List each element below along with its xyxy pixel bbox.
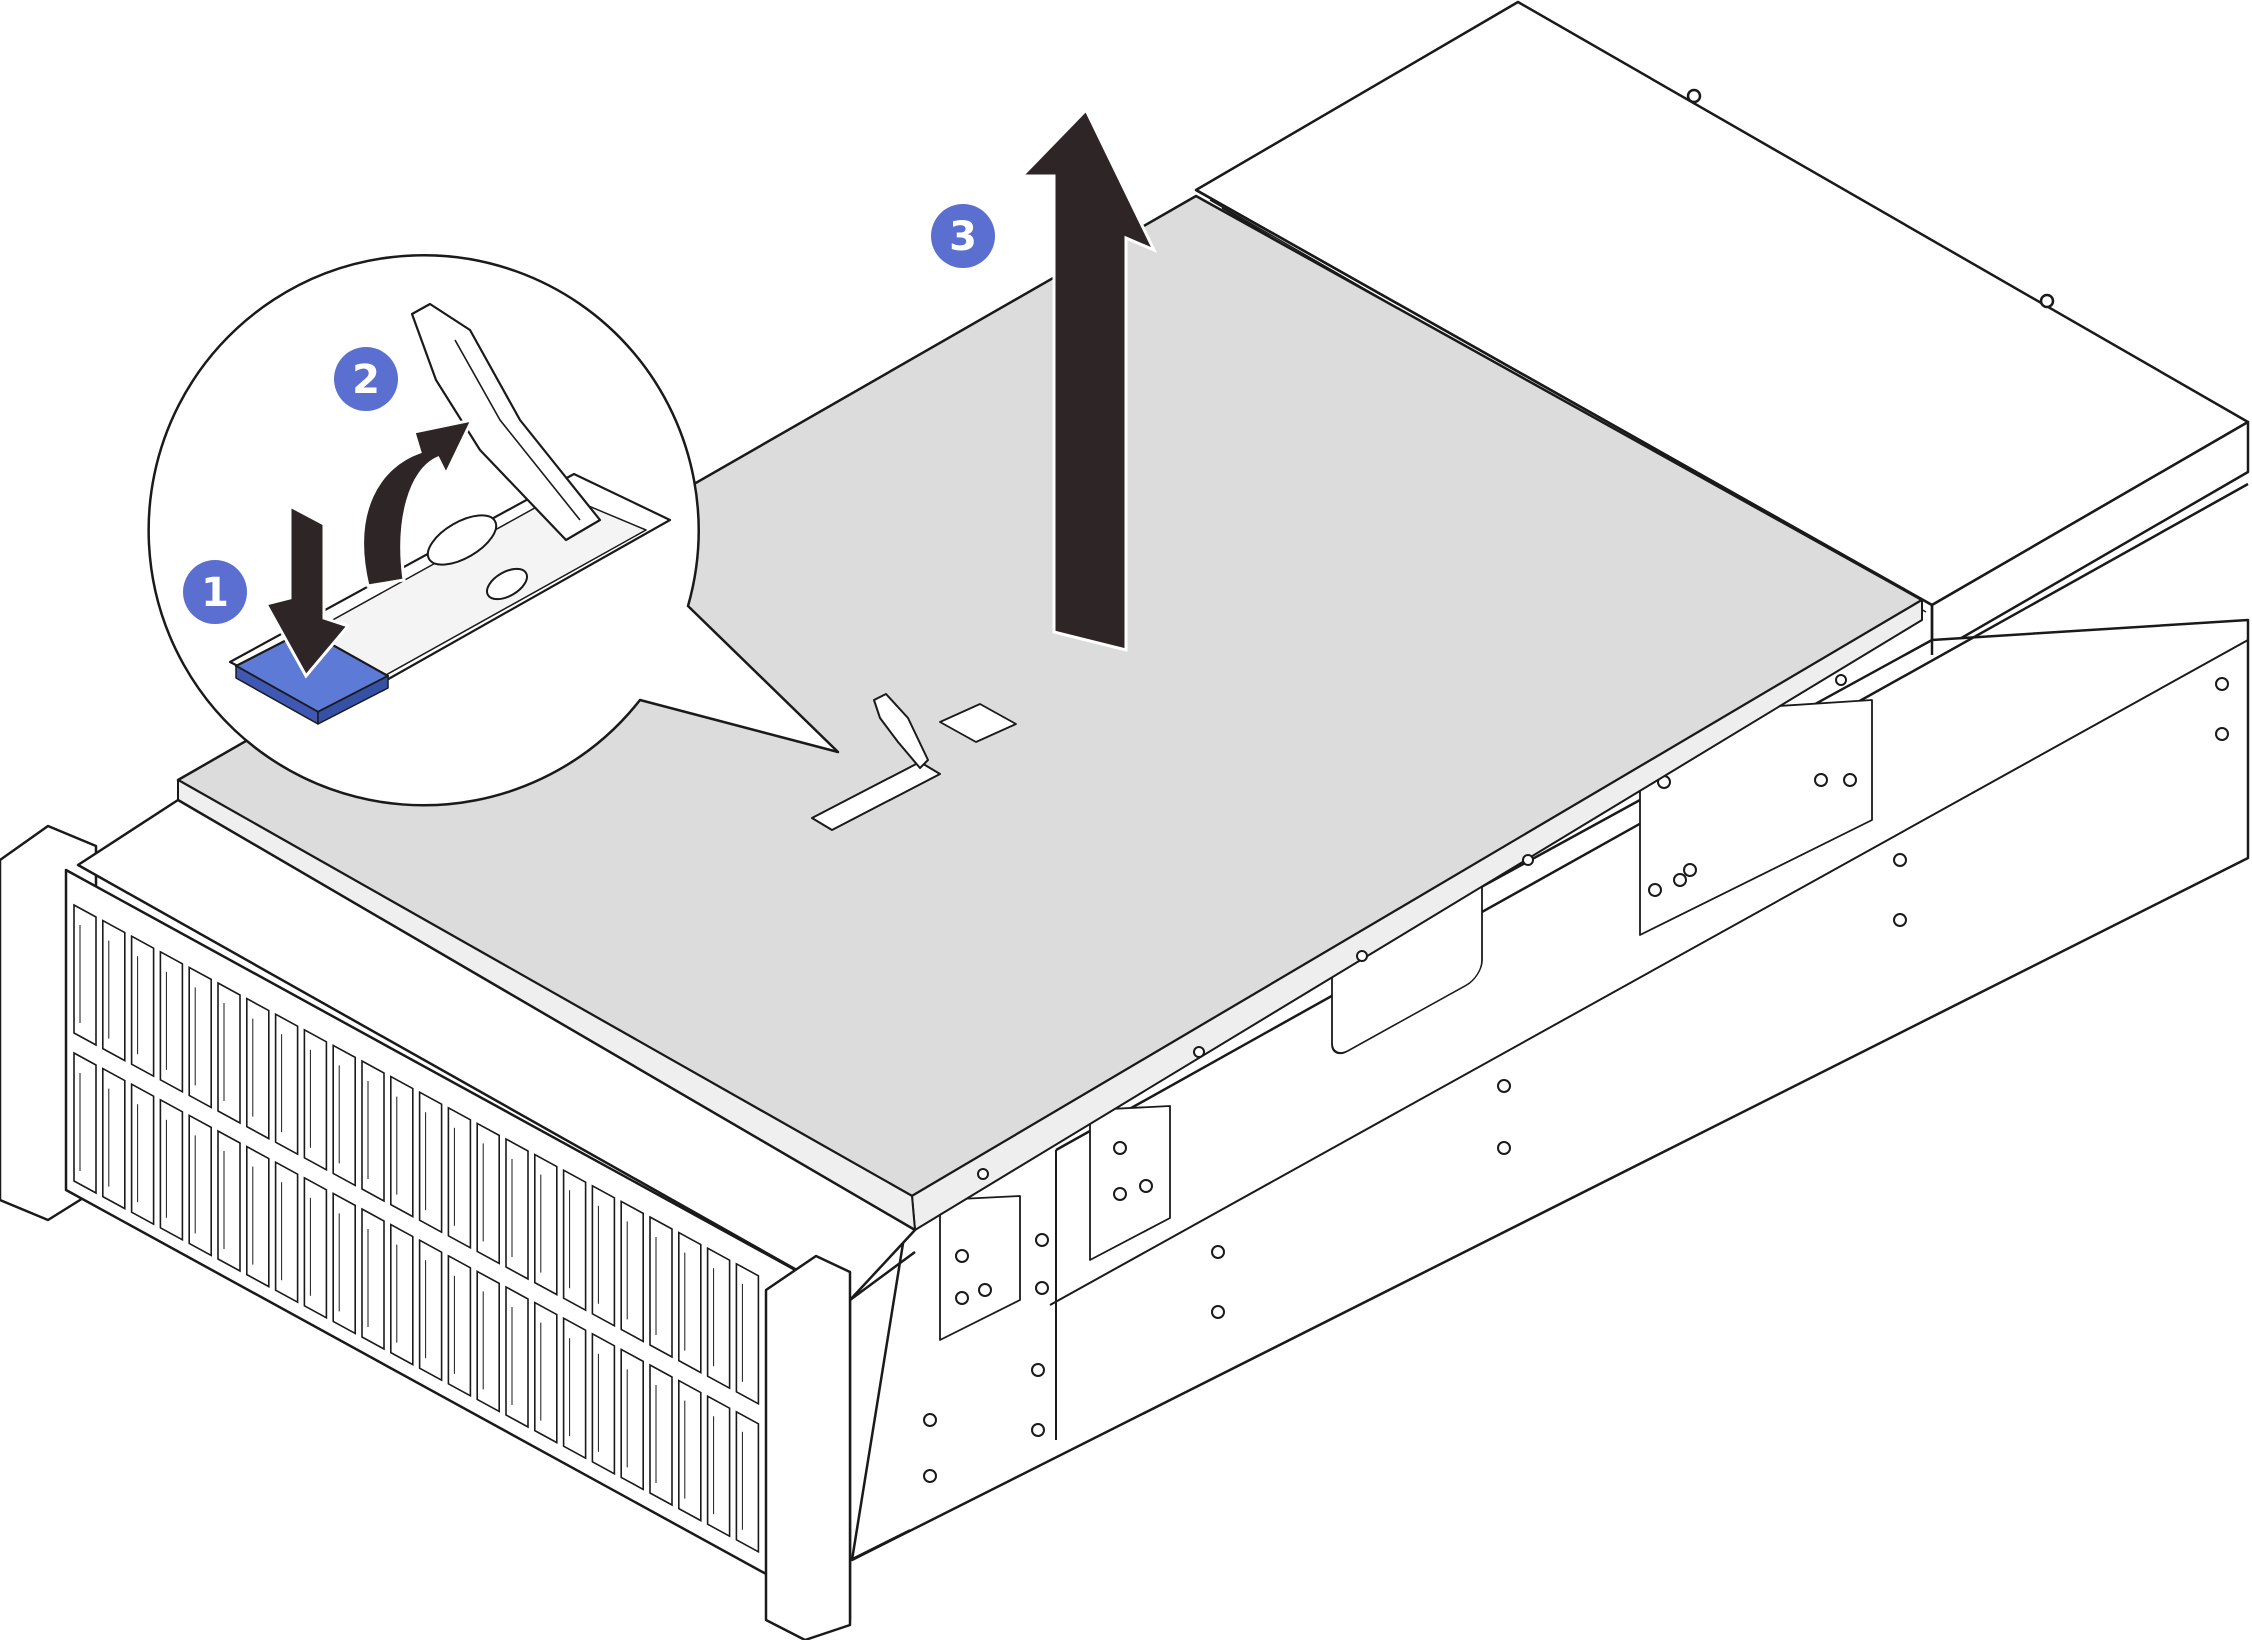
drive-bay [447, 1254, 472, 1398]
svg-text:1: 1 [201, 570, 229, 616]
drive-bay [677, 1231, 702, 1374]
cover-label-plate [939, 703, 1017, 743]
drive-bay [649, 1363, 673, 1507]
drive-bay [246, 1145, 270, 1288]
drive-bay [591, 1184, 616, 1328]
drive-bay [505, 1137, 529, 1281]
curved-arrow-up-icon [361, 417, 475, 588]
drive-bay [447, 1106, 472, 1250]
press-arrow [263, 503, 351, 679]
drive-bay [649, 1215, 673, 1359]
drive-bay [188, 966, 212, 1109]
drive-bay [418, 1238, 443, 1382]
svg-text:2: 2 [352, 357, 380, 403]
drive-bay [159, 1098, 184, 1242]
drive-bay [73, 1051, 97, 1195]
drive-bay [677, 1379, 702, 1522]
drive-bay [361, 1207, 385, 1351]
svg-text:3: 3 [949, 214, 977, 260]
drive-bay [706, 1246, 731, 1390]
drive-bay [130, 1082, 155, 1226]
drive-bay [246, 997, 270, 1140]
latch-handle [410, 302, 602, 542]
step-badge-2: 2 [334, 347, 398, 411]
cover-latch-recess [811, 761, 941, 831]
drive-bay [418, 1090, 443, 1234]
drive-bay [389, 1223, 414, 1366]
drive-bay [274, 1160, 299, 1304]
drive-bay [735, 1262, 760, 1406]
drive-bay [620, 1348, 645, 1491]
drive-bay [735, 1410, 760, 1554]
arrow-up-icon [1018, 107, 1158, 652]
step-badge-1: 1 [183, 560, 247, 624]
drive-bay [591, 1332, 616, 1476]
drive-bay [217, 981, 241, 1125]
drive-bay [102, 1067, 126, 1210]
drive-bay [102, 919, 126, 1062]
drive-bay [533, 1301, 558, 1444]
cover-latch-handle [873, 693, 929, 769]
drive-bay [159, 950, 184, 1094]
drive-bay [188, 1114, 212, 1257]
rotate-arrow [361, 417, 475, 588]
drive-bay [620, 1200, 645, 1343]
drive-bay [476, 1122, 501, 1265]
drive-bay [303, 1176, 328, 1320]
magnified-callout [147, 254, 840, 807]
drive-bay [533, 1153, 558, 1296]
drive-bay-array [73, 903, 760, 1554]
drive-bay [217, 1129, 241, 1273]
drive-bay [332, 1044, 357, 1187]
drive-bay [562, 1316, 587, 1460]
arrow-down-icon [263, 503, 351, 679]
drive-bay [73, 903, 97, 1047]
step-badge-3: 3 [931, 204, 995, 268]
drive-bay [562, 1168, 587, 1312]
drive-bay [274, 1012, 299, 1156]
drive-bay [389, 1075, 414, 1218]
drive-bay [332, 1192, 357, 1335]
drive-bay [130, 934, 155, 1078]
drive-bay [303, 1028, 328, 1172]
drive-bay [505, 1285, 529, 1429]
drive-bay [476, 1270, 501, 1413]
drive-bay [361, 1059, 385, 1203]
drive-bay [706, 1394, 731, 1538]
lift-arrow [1018, 107, 1158, 652]
